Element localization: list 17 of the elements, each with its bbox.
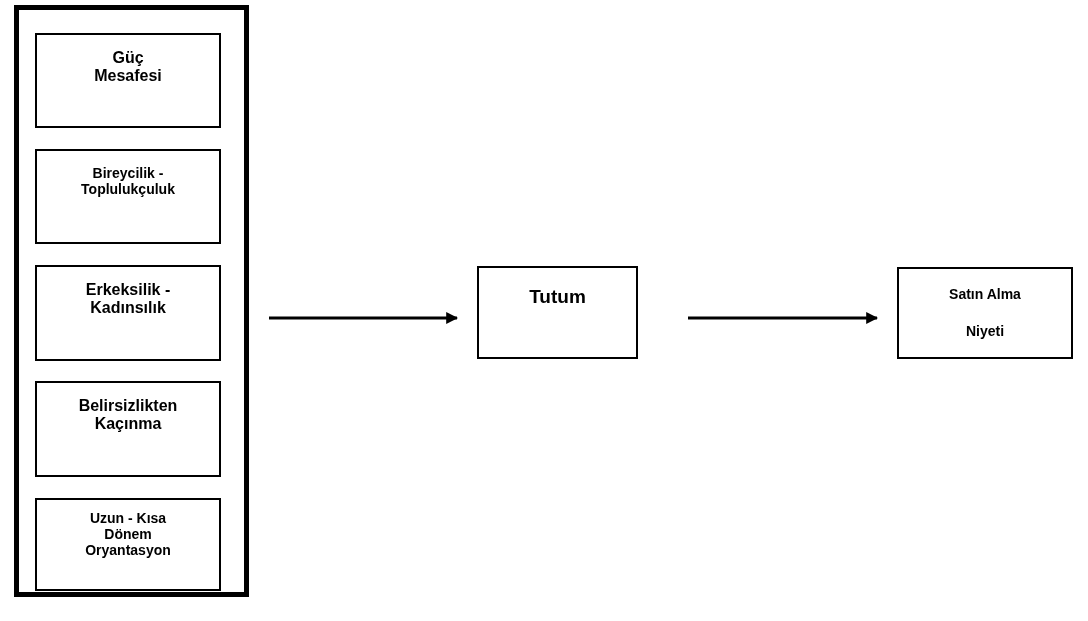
arrow: [269, 312, 459, 324]
box-label: Belirsizlikten Kaçınma: [77, 397, 179, 434]
process-box: [35, 33, 221, 128]
process-box: [35, 265, 221, 361]
process-box: [35, 381, 221, 477]
process-box: [477, 266, 638, 359]
process-box: [897, 267, 1073, 359]
process-box: [35, 149, 221, 244]
box-label: Tutum: [529, 286, 586, 308]
box-label: Güç Mesafesi: [93, 49, 163, 86]
arrow: [688, 312, 879, 324]
process-box: [35, 498, 221, 591]
box-label: Satın Alma Niyeti: [948, 285, 1022, 341]
box-label: Erkeksilik - Kadınsılık: [84, 281, 172, 318]
box-label: Bireycilik - Toplulukçuluk: [80, 165, 176, 198]
box-label: Uzun - Kısa Dönem Oryantasyon: [84, 510, 172, 559]
group-box: [14, 5, 249, 597]
